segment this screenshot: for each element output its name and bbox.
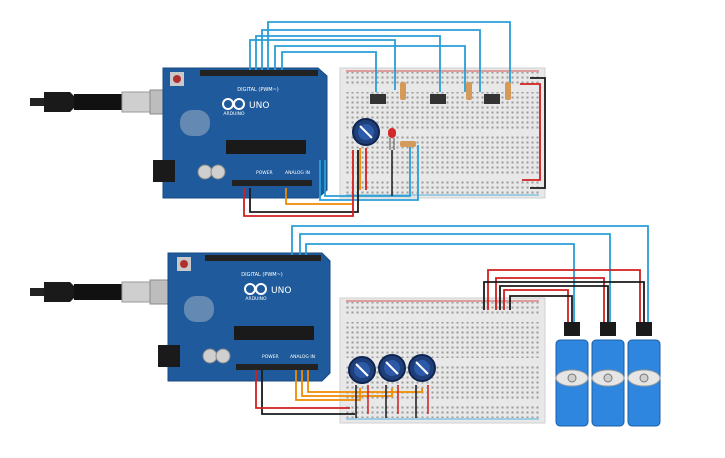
microcontroller-chip bbox=[226, 140, 306, 154]
potentiometer-icon[interactable] bbox=[408, 354, 436, 382]
bottom-circuit: DIGITAL (PWM~) UNO ARDUINO POWER ANALOG … bbox=[30, 225, 661, 427]
breadboard[interactable] bbox=[339, 297, 546, 424]
usb-cable-icon[interactable] bbox=[30, 279, 169, 305]
arduino-uno-board[interactable]: DIGITAL (PWM~) UNO ARDUINO POWER ANALOG … bbox=[158, 252, 331, 382]
blue-wires bbox=[291, 225, 649, 322]
board-brand: ARDUINO bbox=[245, 296, 267, 302]
power-analog-header bbox=[236, 364, 318, 370]
usb-cable-icon[interactable] bbox=[30, 89, 169, 115]
servo-motor-icon[interactable] bbox=[591, 322, 625, 427]
analog-label: ANALOG IN bbox=[290, 354, 315, 360]
digital-label: DIGITAL (PWM~) bbox=[241, 272, 283, 278]
power-wires bbox=[255, 269, 645, 415]
digital-label: DIGITAL (PWM~) bbox=[237, 87, 279, 93]
power-jack bbox=[158, 345, 180, 367]
power-jack bbox=[153, 160, 175, 182]
arduino-uno-board[interactable]: DIGITAL (PWM~) UNO ARDUINO POWER ANALOG … bbox=[153, 67, 328, 199]
power-analog-header bbox=[232, 180, 312, 186]
analog-label: ANALOG IN bbox=[285, 170, 310, 176]
power-label: POWER bbox=[256, 170, 273, 176]
potentiometer-icon[interactable] bbox=[352, 118, 380, 190]
board-model: UNO bbox=[271, 286, 291, 296]
board-model: UNO bbox=[249, 101, 269, 111]
pot-leads bbox=[355, 385, 429, 418]
power-label: POWER bbox=[262, 354, 279, 360]
servo-motor-icon[interactable] bbox=[627, 322, 661, 427]
microcontroller-chip bbox=[234, 326, 314, 340]
power-wires bbox=[243, 77, 546, 217]
led-icon[interactable] bbox=[388, 128, 396, 196]
digital-header bbox=[200, 70, 318, 76]
pushbutton-icon[interactable] bbox=[370, 94, 500, 104]
potentiometer-icon[interactable] bbox=[378, 354, 406, 382]
board-brand: ARDUINO bbox=[223, 111, 245, 117]
top-circuit: DIGITAL (PWM~) UNO ARDUINO POWER ANALOG … bbox=[30, 21, 546, 217]
potentiometer-icon[interactable] bbox=[348, 356, 376, 384]
digital-header bbox=[205, 255, 321, 261]
resistor-icon[interactable] bbox=[400, 82, 511, 147]
servo-motor-icon[interactable] bbox=[555, 322, 589, 427]
blue-wires bbox=[249, 21, 511, 201]
